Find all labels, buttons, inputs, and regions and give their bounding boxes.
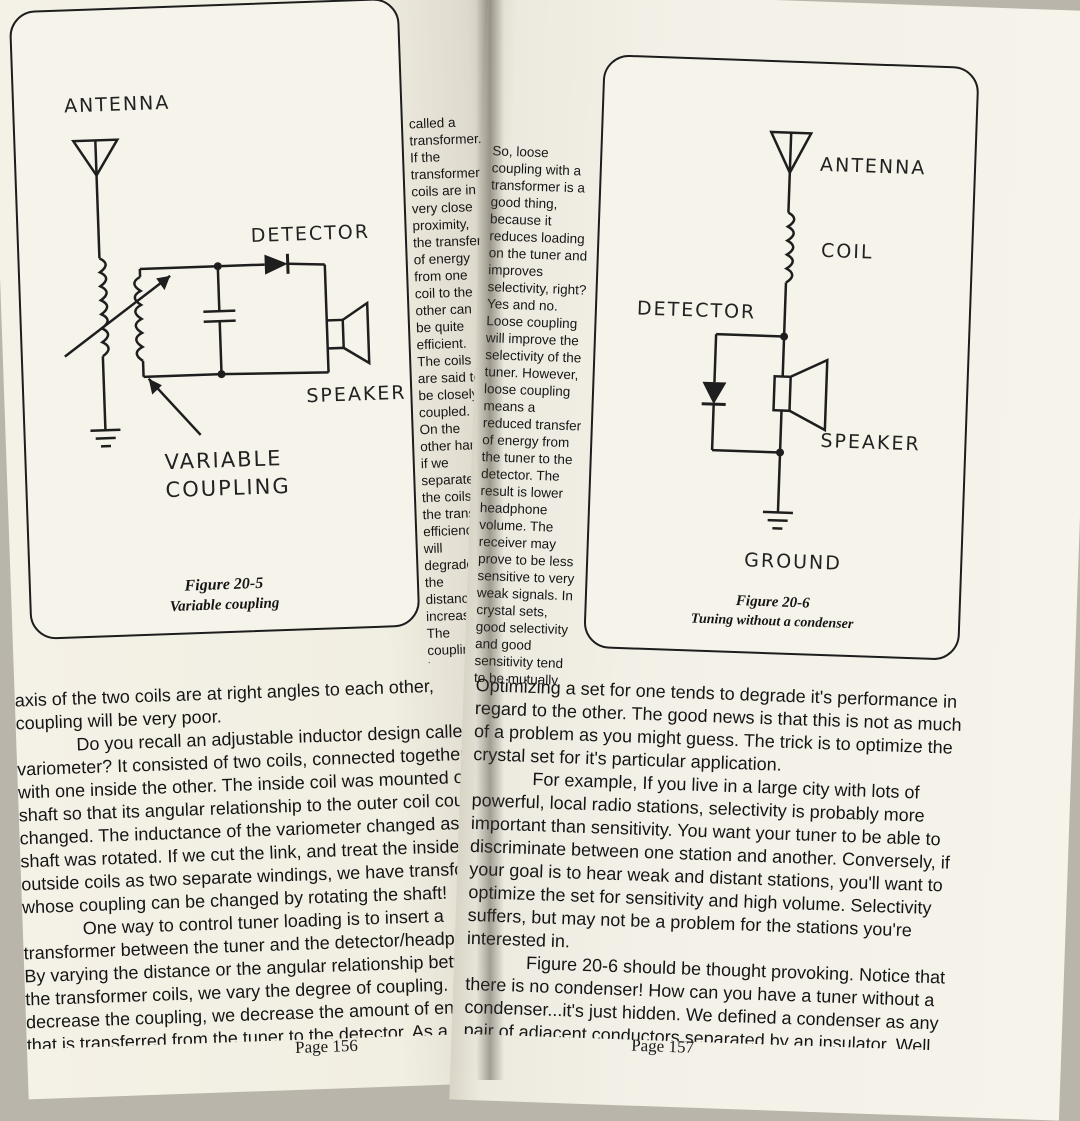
speaker-label: SPEAKER <box>306 382 407 407</box>
figure-20-5-box: ANTENNA DETECTOR SPEAKER VARIABLE COUPLI… <box>9 0 421 640</box>
ground-label: GROUND <box>744 549 842 574</box>
right-page-number: Page 157 <box>631 1036 694 1058</box>
left-body-text: axis of the two coils are at right angle… <box>14 673 514 1050</box>
figure-20-6-box: ANTENNA COIL DETECTOR SPEAKER GROUND Fig… <box>583 54 980 661</box>
right-paragraph-3: Figure 20-6 should be thought provoking.… <box>464 950 957 1051</box>
left-page: ANTENNA DETECTOR SPEAKER VARIABLE COUPLI… <box>0 0 528 1099</box>
right-page: So, loose coupling with a transformer is… <box>449 0 1080 1121</box>
variable-label: VARIABLE <box>164 446 283 474</box>
right-body-text: Optimizing a set for one tends to degrad… <box>464 674 966 1051</box>
detector-label: DETECTOR <box>250 221 370 247</box>
coil-label: COIL <box>821 240 874 264</box>
antenna-label-2: ANTENNA <box>820 154 927 180</box>
detector-label-2: DETECTOR <box>637 297 757 323</box>
left-paragraph-3: One way to control tuner loading is to i… <box>22 902 514 1049</box>
left-page-number: Page 156 <box>295 1036 358 1058</box>
book-gutter <box>476 0 504 1080</box>
right-paragraph-1: Optimizing a set for one tends to degrad… <box>473 674 966 783</box>
speaker-label-2: SPEAKER <box>820 430 921 455</box>
open-book: ANTENNA DETECTOR SPEAKER VARIABLE COUPLI… <box>0 0 1080 1080</box>
coupling-label: COUPLING <box>165 474 291 502</box>
left-paragraph-2: Do you recall an adjustable inductor des… <box>16 719 510 920</box>
right-paragraph-2: For example, If you live in a large city… <box>466 766 962 967</box>
antenna-label: ANTENNA <box>64 92 171 118</box>
